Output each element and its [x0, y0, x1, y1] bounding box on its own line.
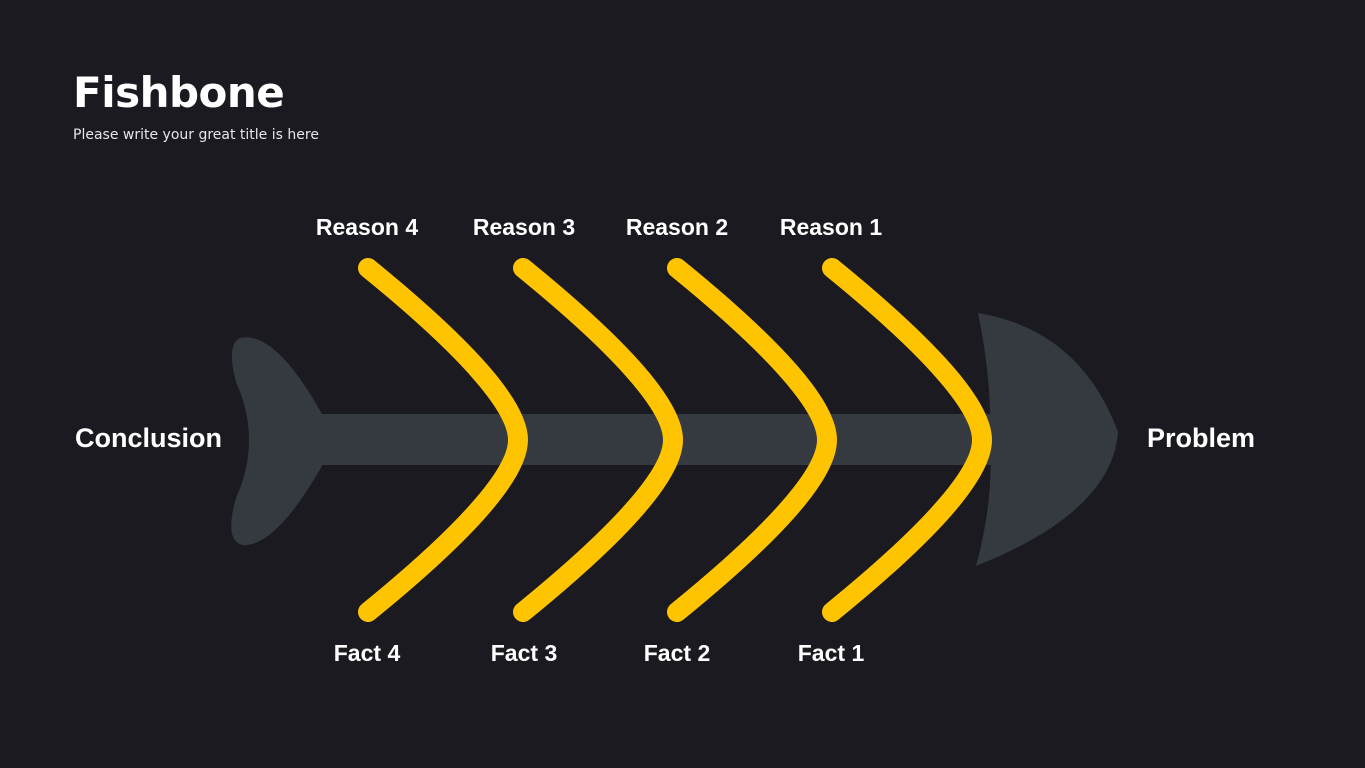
bone-4 — [358, 258, 529, 622]
conclusion-label: Conclusion — [75, 423, 222, 453]
fish-spine — [310, 414, 1000, 465]
fact-1-label: Fact 1 — [797, 640, 865, 666]
reason-2-label: Reason 2 — [625, 214, 729, 240]
page-subtitle: Please write your great title is here — [73, 127, 319, 143]
page-title: Fishbone — [73, 68, 285, 117]
fact-2-label: Fact 2 — [643, 640, 711, 666]
bone-3 — [513, 258, 684, 622]
reason-1-label: Reason 1 — [779, 214, 883, 240]
reason-4-label: Reason 4 — [315, 214, 419, 240]
bone-2 — [667, 258, 838, 622]
fish-head — [976, 313, 1118, 566]
fish-tail — [231, 337, 322, 546]
fact-3-label: Fact 3 — [490, 640, 558, 666]
bone-1 — [822, 258, 993, 622]
reason-3-label: Reason 3 — [472, 214, 576, 240]
fact-4-label: Fact 4 — [333, 640, 401, 666]
problem-label: Problem — [1147, 423, 1256, 453]
